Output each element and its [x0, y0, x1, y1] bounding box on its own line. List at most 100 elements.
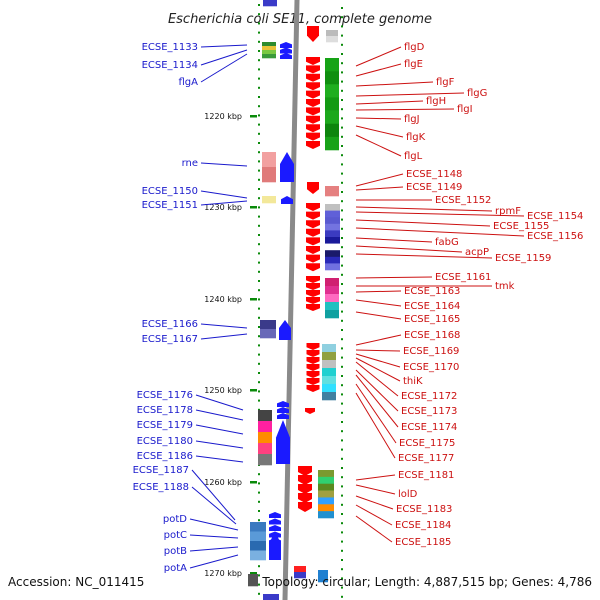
gene-label: acpP: [465, 247, 489, 258]
tick-mark: [258, 197, 260, 200]
tick-mark: [341, 384, 343, 387]
gene-block-reverse: [325, 223, 340, 231]
gene-label: ECSE_1186: [137, 451, 193, 462]
label-connector: [355, 383, 397, 444]
label-connector: [355, 253, 493, 259]
tick-mark: [258, 335, 260, 338]
gene-label: ECSE_1161: [435, 272, 491, 283]
forward-strand-arrow: [280, 42, 292, 48]
tick-mark: [341, 273, 343, 276]
gene-label: ECSE_1169: [403, 346, 459, 357]
gene-label: ECSE_1187: [133, 465, 189, 476]
reverse-strand-arrow: [306, 297, 320, 304]
tick-mark: [258, 68, 260, 71]
reverse-strand-arrow: [298, 493, 312, 503]
forward-strand-arrow: [269, 512, 281, 518]
label-connector: [355, 392, 396, 459]
reverse-strand-arrow: [306, 364, 320, 371]
label-connector: [355, 117, 402, 120]
gene-block-reverse: [318, 570, 328, 583]
label-connector: [355, 515, 393, 543]
tick-mark: [258, 96, 260, 98]
ruler-label: 1220 kbp: [204, 112, 242, 121]
gene-block-reverse: [325, 237, 340, 244]
reverse-strand-arrow: [306, 141, 320, 149]
forward-strand-arrow: [269, 525, 281, 531]
reverse-strand-arrow: [306, 350, 320, 357]
tick-mark: [258, 224, 260, 227]
tick-mark: [341, 356, 343, 359]
label-connector: [195, 440, 244, 449]
reverse-strand-arrow: [306, 115, 320, 124]
label-connector: [355, 245, 463, 253]
gene-label: flgD: [404, 42, 425, 53]
label-connector: [355, 357, 401, 382]
tick-mark: [341, 255, 343, 258]
gene-label: flgJ: [404, 114, 420, 125]
tick-mark: [258, 178, 260, 181]
gene-block-reverse: [325, 58, 339, 72]
gene-label: ECSE_1178: [137, 405, 193, 416]
tick-mark: [258, 160, 260, 163]
gene-label: tmk: [495, 281, 515, 292]
tick-mark: [341, 292, 343, 295]
gene-block-reverse: [325, 97, 339, 111]
label-connector: [355, 211, 525, 217]
gene-block-forward: [263, 0, 277, 7]
label-connector: [195, 394, 244, 411]
tick-mark: [341, 411, 343, 414]
gene-label: potB: [164, 546, 187, 557]
tick-mark: [341, 439, 343, 442]
tick-mark: [341, 80, 343, 83]
tick-mark: [341, 595, 343, 598]
tick-mark: [258, 482, 260, 485]
tick-mark: [341, 283, 343, 285]
gene-block-reverse: [318, 470, 334, 478]
reverse-strand-arrow: [298, 466, 312, 476]
tick-mark: [258, 270, 260, 273]
gene-label: ECSE_1149: [406, 182, 462, 193]
reverse-strand-arrow: [306, 290, 320, 297]
tick-mark: [258, 519, 260, 522]
tick-mark: [258, 390, 260, 393]
tick-mark: [258, 123, 260, 126]
reverse-strand-arrow: [306, 254, 320, 263]
reverse-strand-arrow: [306, 211, 320, 220]
gene-label: ECSE_1175: [399, 438, 455, 449]
gene-block-reverse: [294, 566, 306, 573]
label-connector: [355, 92, 465, 97]
gene-label: flgK: [406, 132, 426, 143]
gene-label: ECSE_1168: [404, 330, 460, 341]
label-connector: [195, 409, 244, 421]
tick-mark: [258, 206, 260, 209]
label-connector: [355, 173, 404, 187]
gene-label: potA: [164, 563, 187, 574]
label-connector: [200, 200, 248, 206]
genome-info-text: Topology: circular; Length: 4,887,515 bp…: [261, 575, 592, 589]
label-connector: [355, 134, 402, 157]
gene-label: ECSE_1176: [137, 390, 193, 401]
label-connector: [355, 81, 434, 87]
gene-block-reverse: [325, 204, 340, 211]
tick-mark: [341, 338, 343, 341]
gene-label: thiK: [403, 376, 423, 387]
label-connector: [200, 44, 248, 48]
label-connector: [355, 100, 424, 105]
forward-strand-arrow: [277, 413, 289, 419]
tick-mark: [341, 62, 343, 65]
tick-mark: [341, 503, 343, 506]
forward-strand-arrow: [276, 420, 290, 464]
gene-block-reverse: [325, 110, 339, 125]
tick-mark: [258, 583, 260, 586]
reverse-strand-arrow: [306, 82, 320, 91]
gene-label: flgF: [436, 77, 455, 88]
tick-mark: [258, 592, 260, 595]
gene-label: ECSE_1188: [133, 482, 189, 493]
tick-mark: [258, 261, 260, 264]
gene-block-reverse: [325, 302, 339, 311]
gene-label: flgA: [179, 77, 199, 88]
tick-mark: [341, 237, 343, 239]
tick-mark: [258, 473, 260, 476]
tick-mark: [258, 77, 260, 80]
